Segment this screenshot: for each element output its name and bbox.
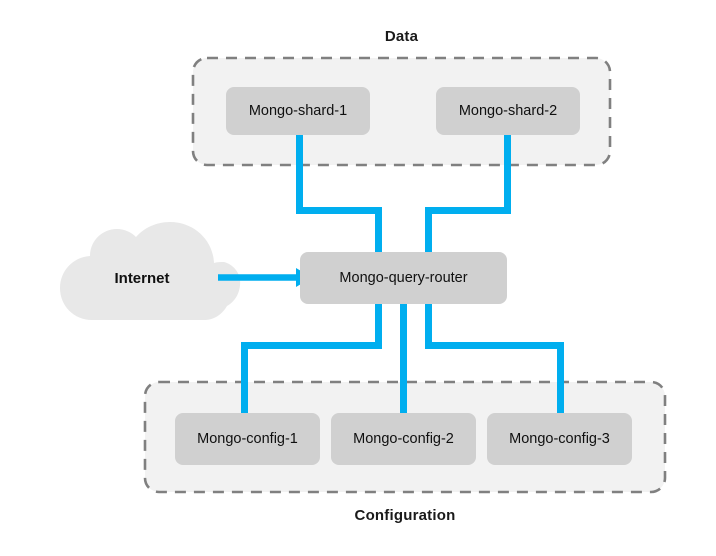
node-box-config-1[interactable]	[175, 413, 320, 465]
connector-router-to-config1	[241, 302, 382, 416]
connector-shard2-to-router	[425, 133, 511, 256]
node-box-shard-1[interactable]	[226, 87, 370, 135]
connector-shard1-to-router	[296, 133, 382, 256]
data-group-label: Data	[384, 28, 419, 45]
node-box-config-3[interactable]	[487, 413, 632, 465]
internet-cloud-shape[interactable]	[60, 222, 241, 320]
node-box-shard-2[interactable]	[436, 87, 580, 135]
node-box-config-2[interactable]	[331, 413, 476, 465]
node-box-query-router[interactable]	[300, 252, 507, 304]
configuration-group-label: Configuration	[354, 507, 456, 524]
connector-router-to-config3	[425, 302, 564, 416]
connector-group	[241, 133, 564, 416]
